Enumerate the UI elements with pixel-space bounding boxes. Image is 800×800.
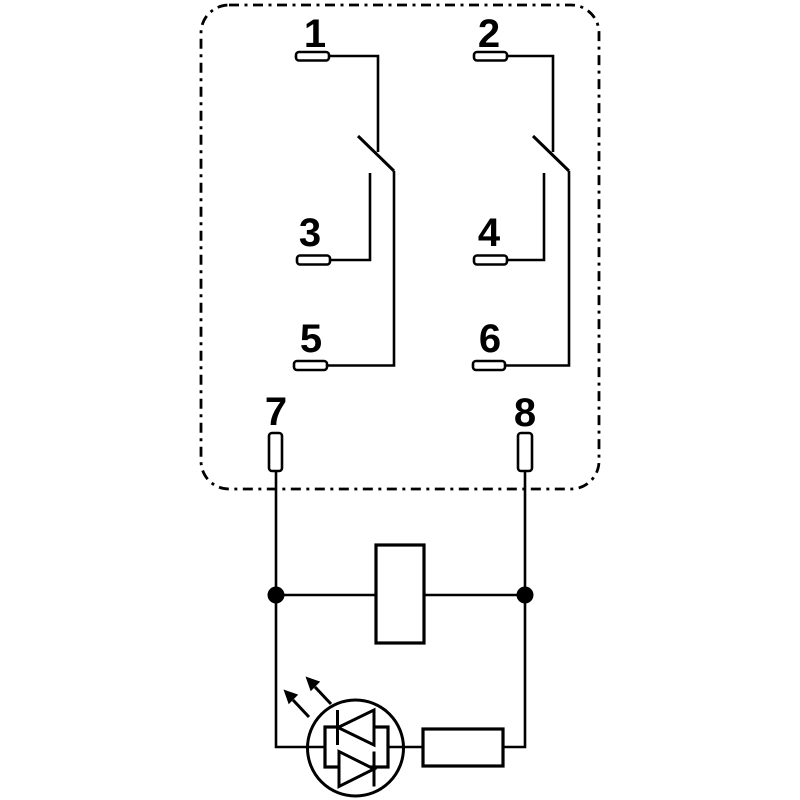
- terminal-label-2: 2: [478, 12, 500, 56]
- terminal-pad-2: [472, 50, 509, 62]
- switch-blade-right: [531, 134, 571, 173]
- terminal-label-1: 1: [304, 12, 326, 56]
- led-circle: [306, 698, 405, 798]
- wire-right-branch: [503, 471, 527, 749]
- terminal-label-7: 7: [265, 390, 287, 434]
- switch-blade-left: [356, 134, 396, 173]
- terminal-pad-4: [472, 254, 509, 266]
- coil-symbol: [374, 543, 426, 645]
- wire-terminal2-common: [507, 54, 555, 152]
- coil-circuit: 7 8: [265, 390, 536, 798]
- terminal-label-8: 8: [514, 391, 536, 435]
- contact-pole-left: 1 3 5: [292, 12, 396, 372]
- resistor-symbol: [421, 727, 505, 768]
- emission-arrow-1-shaft: [291, 698, 311, 719]
- junction-dot-right: [516, 586, 534, 604]
- emission-arrow-2-head: [305, 676, 321, 692]
- terminal-pad-8: [516, 431, 534, 473]
- terminal-pad-3: [295, 254, 332, 266]
- terminal-pad-5: [292, 359, 329, 372]
- terminal-pad-1: [294, 50, 331, 62]
- wire-terminal1-common: [329, 54, 380, 152]
- terminal-pad-6: [471, 359, 507, 372]
- terminal-label-3: 3: [299, 211, 321, 255]
- wire-terminal4-branch: [507, 173, 546, 262]
- diode-top-triangle: [334, 707, 376, 748]
- emission-arrow-2-shaft: [313, 685, 333, 706]
- led-indicator: [283, 676, 405, 798]
- contact-pole-right: 2 4 6: [471, 12, 571, 372]
- junction-dot-left: [267, 586, 285, 604]
- wire-terminal6-branch: [505, 171, 571, 367]
- terminal-pad-7: [267, 431, 284, 473]
- relay-enclosure-outline: [199, 3, 601, 491]
- terminal-label-5: 5: [300, 317, 322, 361]
- light-emission-arrows: [283, 676, 333, 719]
- diode-bottom-triangle: [337, 749, 378, 789]
- terminal-label-6: 6: [479, 317, 501, 361]
- wire-terminal5-branch: [327, 171, 396, 367]
- terminal-label-4: 4: [478, 211, 501, 255]
- wire-left-branch: [274, 471, 326, 749]
- wire-terminal3-branch: [330, 173, 372, 262]
- emission-arrow-1-head: [283, 689, 299, 705]
